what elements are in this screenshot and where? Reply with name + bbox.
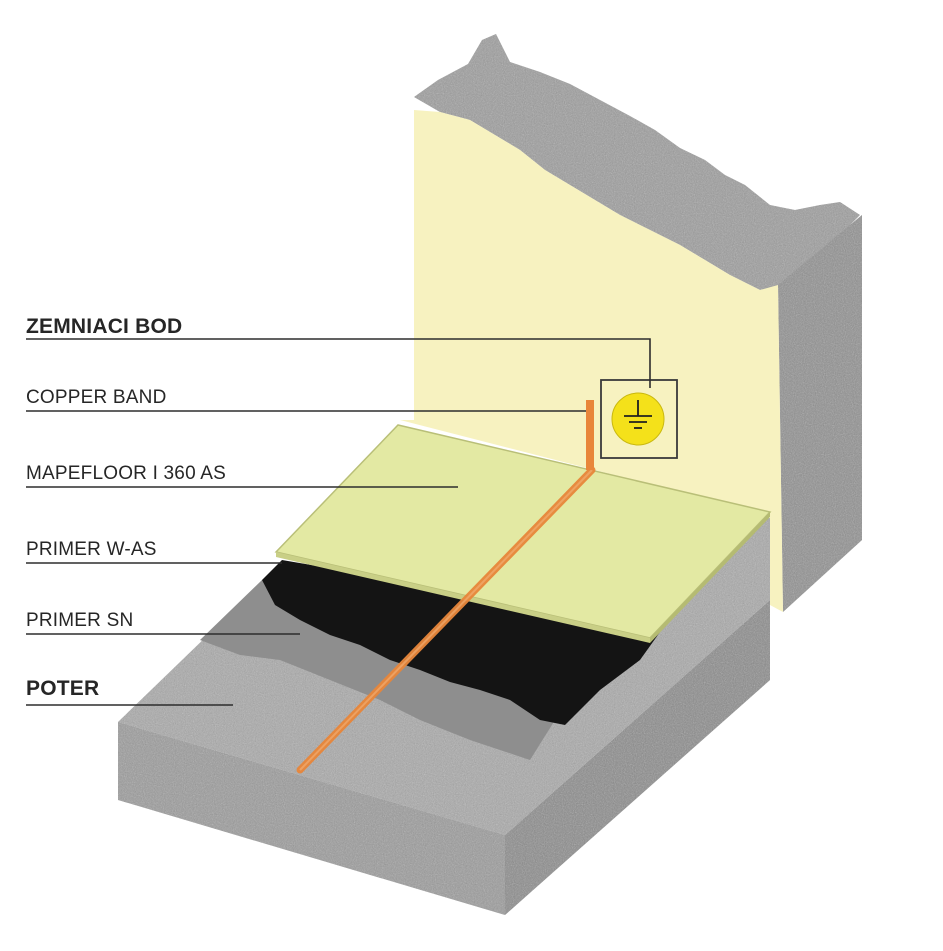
wall-coating [400, 110, 783, 612]
label-primer-sn: PRIMER SN [26, 610, 134, 631]
label-primer-was: PRIMER W-AS [26, 539, 157, 560]
primer-was-layer [262, 560, 665, 725]
ground-badge [611, 392, 665, 446]
mapefloor-layer [276, 425, 770, 638]
label-grounding-point: ZEMNIACI BOD [26, 315, 183, 338]
label-copper-band: COPPER BAND [26, 387, 167, 408]
leader-lines [26, 338, 651, 706]
leader-grounding-point [26, 338, 651, 388]
label-screed: POTER [26, 677, 100, 700]
earth-ground-icon [624, 400, 652, 429]
label-mapefloor: MAPEFLOOR I 360 AS [26, 463, 227, 484]
